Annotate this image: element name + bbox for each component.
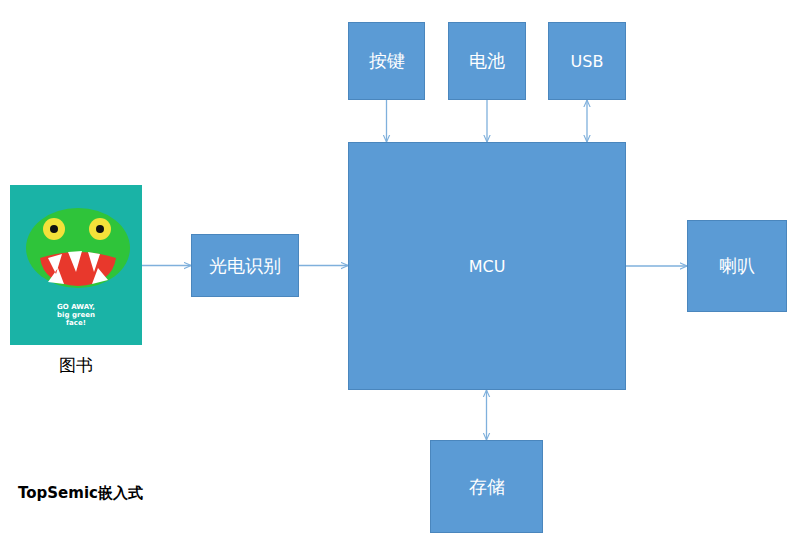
monster-eye bbox=[89, 218, 111, 240]
block-box: 光电识别 bbox=[191, 234, 299, 297]
monster-face bbox=[26, 208, 130, 288]
block-box: 存储 bbox=[430, 440, 543, 533]
block-box: 按键 bbox=[348, 22, 425, 100]
signal-arrow bbox=[486, 100, 487, 142]
monster-pupil bbox=[50, 225, 58, 233]
book-caption: 图书 bbox=[10, 354, 142, 377]
signal-arrow bbox=[299, 265, 348, 266]
watermark-label: TopSemic嵌入式 bbox=[18, 484, 143, 503]
block-label: 按键 bbox=[369, 49, 405, 73]
block-box: 喇叭 bbox=[687, 220, 787, 312]
monster-eye bbox=[43, 218, 65, 240]
signal-arrow bbox=[586, 100, 587, 142]
block-box: MCU bbox=[348, 142, 626, 390]
monster-teeth bbox=[48, 251, 108, 284]
monster-mouth bbox=[40, 252, 116, 286]
block-label: MCU bbox=[469, 257, 506, 276]
block-label: 喇叭 bbox=[719, 254, 755, 278]
book-cover bbox=[10, 185, 142, 345]
block-label: USB bbox=[571, 52, 604, 71]
book-node: GO AWAY, big green face!图书 bbox=[10, 185, 142, 345]
signal-arrow bbox=[142, 265, 191, 266]
signal-arrow bbox=[486, 390, 487, 440]
block-box: 电池 bbox=[448, 22, 526, 100]
signal-arrow bbox=[386, 100, 387, 142]
monster-pupil bbox=[96, 225, 104, 233]
block-label: 电池 bbox=[469, 49, 505, 73]
block-box: USB bbox=[548, 22, 626, 100]
block-label: 存储 bbox=[469, 475, 505, 499]
signal-arrow bbox=[626, 265, 687, 266]
book-title: GO AWAY, big green face! bbox=[50, 303, 102, 327]
block-label: 光电识别 bbox=[209, 254, 281, 278]
